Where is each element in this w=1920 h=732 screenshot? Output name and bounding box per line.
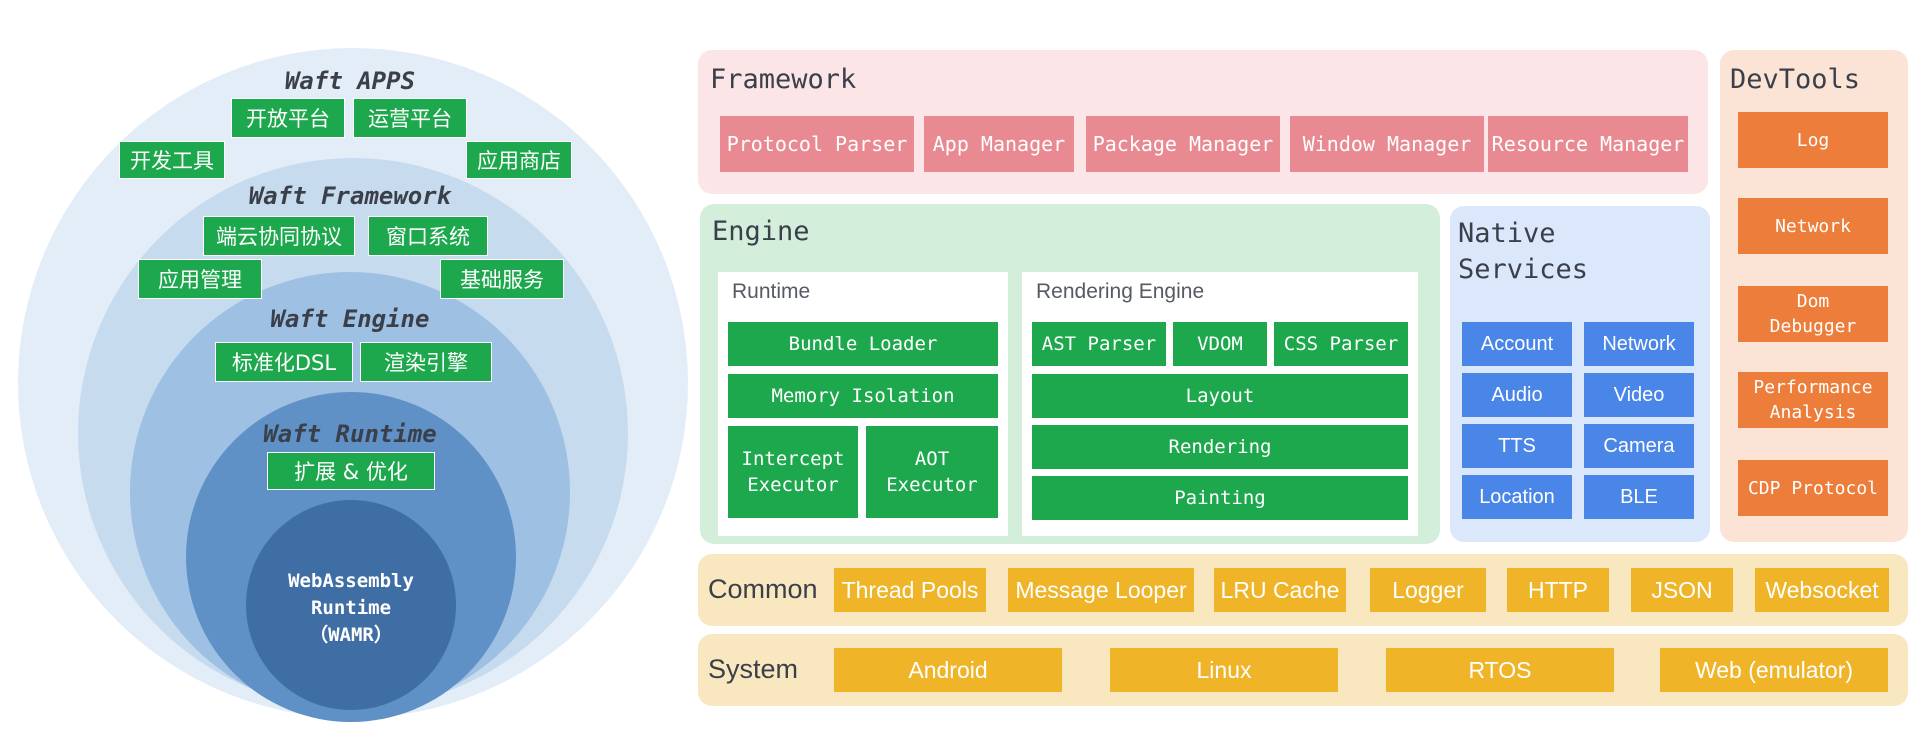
system-item-web-emulator: Web (emulator) bbox=[1660, 648, 1888, 692]
system-item-rtos: RTOS bbox=[1386, 648, 1614, 692]
common-item-http: HTTP bbox=[1507, 568, 1609, 612]
native-item-camera: Camera bbox=[1584, 424, 1694, 468]
engine-tag-render-engine: 渲染引擎 bbox=[360, 342, 492, 382]
core-label-line2: Runtime bbox=[310, 597, 392, 619]
runtime-intercept-executor: Intercept Executor bbox=[728, 426, 858, 518]
framework-tag-basic-services: 基础服务 bbox=[440, 259, 564, 299]
devtools-item-network: Network bbox=[1738, 198, 1888, 254]
framework-item-window-manager: Window Manager bbox=[1290, 116, 1484, 172]
framework-layer-title: Waft Framework bbox=[248, 182, 452, 210]
rendering-ast-parser: AST Parser bbox=[1032, 322, 1166, 366]
rendering-vdom: VDOM bbox=[1173, 322, 1267, 366]
framework-tag-protocol: 端云协同协议 bbox=[203, 216, 355, 256]
devtools-item-dom-debugger: Dom Debugger bbox=[1738, 286, 1888, 342]
rendering-css-parser: CSS Parser bbox=[1274, 322, 1408, 366]
framework-item-protocol-parser: Protocol Parser bbox=[720, 116, 914, 172]
system-item-linux: Linux bbox=[1110, 648, 1338, 692]
engine-layer-title: Waft Engine bbox=[270, 305, 430, 333]
devtools-item-cdp-protocol: CDP Protocol bbox=[1738, 460, 1888, 516]
runtime-card-title: Runtime bbox=[732, 280, 811, 303]
common-panel-title: Common bbox=[708, 574, 818, 604]
rendering-rendering: Rendering bbox=[1032, 425, 1408, 469]
native-item-audio: Audio bbox=[1462, 373, 1572, 417]
apps-layer-title: Waft APPS bbox=[284, 67, 416, 95]
rendering-engine-card-title: Rendering Engine bbox=[1036, 280, 1205, 303]
native-services-panel-title: Native Services bbox=[1458, 218, 1589, 285]
core-label: WebAssembly Runtime （WAMR） bbox=[256, 568, 446, 649]
ring-core bbox=[246, 500, 456, 710]
common-item-json: JSON bbox=[1631, 568, 1733, 612]
rendering-painting: Painting bbox=[1032, 476, 1408, 520]
native-item-video: Video bbox=[1584, 373, 1694, 417]
common-item-logger: Logger bbox=[1370, 568, 1486, 612]
native-item-location: Location bbox=[1462, 475, 1572, 519]
common-panel: Common Thread Pools Message Looper LRU C… bbox=[698, 554, 1908, 626]
system-panel-title: System bbox=[708, 654, 799, 684]
runtime-aot-executor: AOT Executor bbox=[866, 426, 998, 518]
runtime-memory-isolation: Memory Isolation bbox=[728, 374, 998, 418]
system-item-android: Android bbox=[834, 648, 1062, 692]
system-panel: System Android Linux RTOS Web (emulator) bbox=[698, 634, 1908, 706]
apps-tag-ops-platform: 运营平台 bbox=[353, 98, 467, 138]
common-item-lru-cache: LRU Cache bbox=[1214, 568, 1346, 612]
rendering-engine-card: Rendering Engine AST Parser VDOM CSS Par… bbox=[1022, 272, 1418, 536]
rendering-layout: Layout bbox=[1032, 374, 1408, 418]
native-item-tts: TTS bbox=[1462, 424, 1572, 468]
runtime-tag-extension: 扩展 & 优化 bbox=[267, 452, 435, 490]
devtools-panel-title: DevTools bbox=[1730, 64, 1861, 95]
framework-item-app-manager: App Manager bbox=[924, 116, 1074, 172]
engine-tag-dsl: 标准化DSL bbox=[215, 342, 353, 382]
apps-tag-dev-tools: 开发工具 bbox=[119, 141, 225, 179]
engine-panel: Engine Runtime Bundle Loader Memory Isol… bbox=[700, 204, 1440, 544]
framework-item-package-manager: Package Manager bbox=[1086, 116, 1280, 172]
framework-tag-window-system: 窗口系统 bbox=[368, 216, 488, 256]
framework-item-resource-manager: Resource Manager bbox=[1488, 116, 1688, 172]
common-item-message-looper: Message Looper bbox=[1008, 568, 1194, 612]
runtime-card: Runtime Bundle Loader Memory Isolation I… bbox=[718, 272, 1008, 536]
engine-panel-title: Engine bbox=[712, 216, 810, 247]
native-item-network: Network bbox=[1584, 322, 1694, 366]
native-services-panel: Native Services Account Network Audio Vi… bbox=[1450, 206, 1710, 542]
apps-tag-open-platform: 开放平台 bbox=[231, 98, 345, 138]
framework-panel-title: Framework bbox=[710, 64, 857, 95]
core-label-line1: WebAssembly bbox=[288, 570, 414, 592]
runtime-bundle-loader: Bundle Loader bbox=[728, 322, 998, 366]
runtime-layer-title: Waft Runtime bbox=[263, 420, 437, 448]
framework-tag-app-management: 应用管理 bbox=[138, 259, 262, 299]
common-item-websocket: Websocket bbox=[1755, 568, 1889, 612]
native-item-ble: BLE bbox=[1584, 475, 1694, 519]
apps-tag-app-store: 应用商店 bbox=[466, 141, 572, 179]
devtools-panel: DevTools Log Network Dom Debugger Perfor… bbox=[1720, 50, 1908, 542]
common-item-thread-pools: Thread Pools bbox=[834, 568, 986, 612]
devtools-item-performance-analysis: Performance Analysis bbox=[1738, 372, 1888, 428]
core-label-line3: （WAMR） bbox=[309, 624, 393, 646]
devtools-item-log: Log bbox=[1738, 112, 1888, 168]
native-item-account: Account bbox=[1462, 322, 1572, 366]
framework-panel: Framework Protocol Parser App Manager Pa… bbox=[698, 50, 1708, 194]
